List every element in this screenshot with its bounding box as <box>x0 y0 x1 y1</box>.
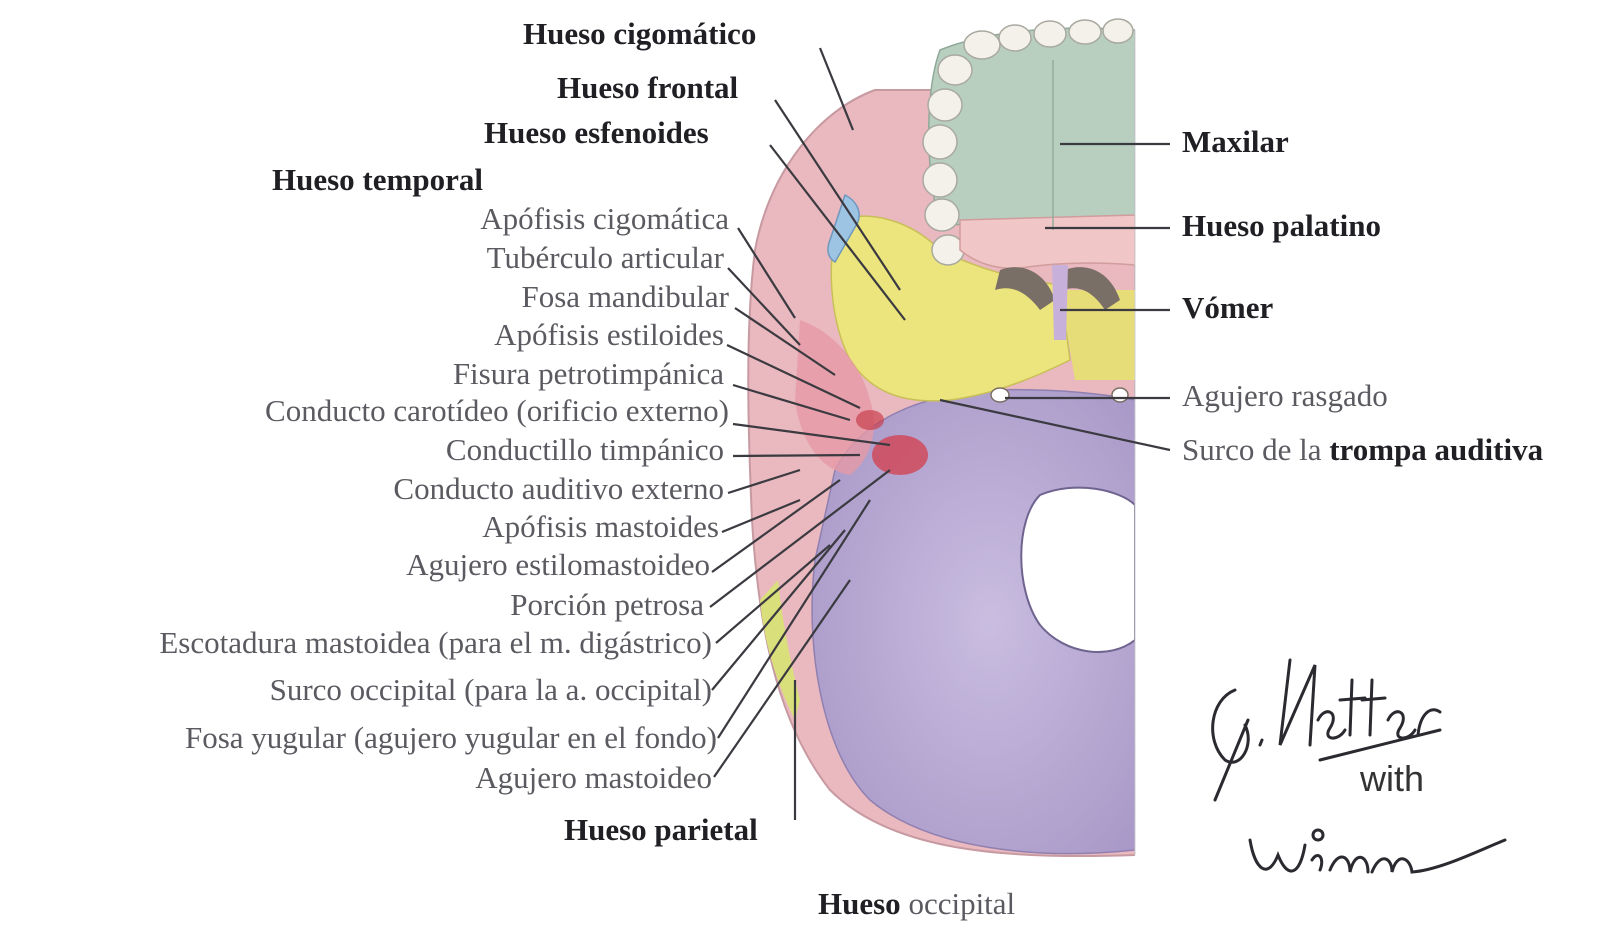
label-surco-occipital: Surco occipital (para la a. occipital) <box>270 672 712 708</box>
label-tuberculo-articular: Tubérculo articular <box>487 240 724 276</box>
label-hueso-occipital-rest: occipital <box>901 886 1015 921</box>
foramen-lacerum <box>991 388 1009 402</box>
signature-with: with <box>1360 758 1424 800</box>
vomer-bone <box>1052 265 1068 340</box>
label-apofisis-estiloides: Apófisis estiloides <box>494 317 724 353</box>
label-vomer: Vómer <box>1182 290 1273 326</box>
label-fisura-petrotimpanica: Fisura petrotimpánica <box>453 356 724 392</box>
label-hueso-cigomatico: Hueso cigomático <box>523 16 756 52</box>
label-conducto-carotideo: Conducto carotídeo (orificio externo) <box>265 393 729 429</box>
label-fosa-mandibular: Fosa mandibular <box>522 279 730 315</box>
label-hueso-esfenoides: Hueso esfenoides <box>484 115 709 151</box>
label-agujero-estilomastoideo: Agujero estilomastoideo <box>406 547 710 583</box>
label-agujero-mastoideo: Agujero mastoideo <box>475 760 712 796</box>
label-surco-trompa-auditiva: Surco de la trompa auditiva <box>1182 432 1543 468</box>
label-conducto-auditivo-externo: Conducto auditivo externo <box>393 471 724 507</box>
palatine-bone <box>960 215 1135 268</box>
label-apofisis-mastoides: Apófisis mastoides <box>482 509 719 545</box>
label-surco-trompa-pre: Surco de la <box>1182 432 1329 467</box>
label-maxilar: Maxilar <box>1182 124 1289 160</box>
label-hueso-temporal: Hueso temporal <box>272 162 483 198</box>
label-apofisis-cigomatica: Apófisis cigomática <box>480 201 729 237</box>
label-porcion-petrosa: Porción petrosa <box>510 587 704 623</box>
label-hueso-occipital: Hueso occipital <box>818 886 1015 922</box>
label-hueso-parietal: Hueso parietal <box>564 812 758 848</box>
label-hueso-palatino: Hueso palatino <box>1182 208 1381 244</box>
label-hueso-occipital-bold: Hueso <box>818 886 901 921</box>
label-hueso-frontal: Hueso frontal <box>557 70 738 106</box>
label-surco-trompa-bold: trompa auditiva <box>1329 432 1543 467</box>
label-agujero-rasgado: Agujero rasgado <box>1182 378 1388 414</box>
label-escotadura-mastoidea: Escotadura mastoidea (para el m. digástr… <box>159 625 712 661</box>
label-conductillo-timpanico: Conductillo timpánico <box>446 432 724 468</box>
label-fosa-yugular: Fosa yugular (agujero yugular en el fond… <box>185 720 717 756</box>
netter-signature <box>1213 660 1505 872</box>
